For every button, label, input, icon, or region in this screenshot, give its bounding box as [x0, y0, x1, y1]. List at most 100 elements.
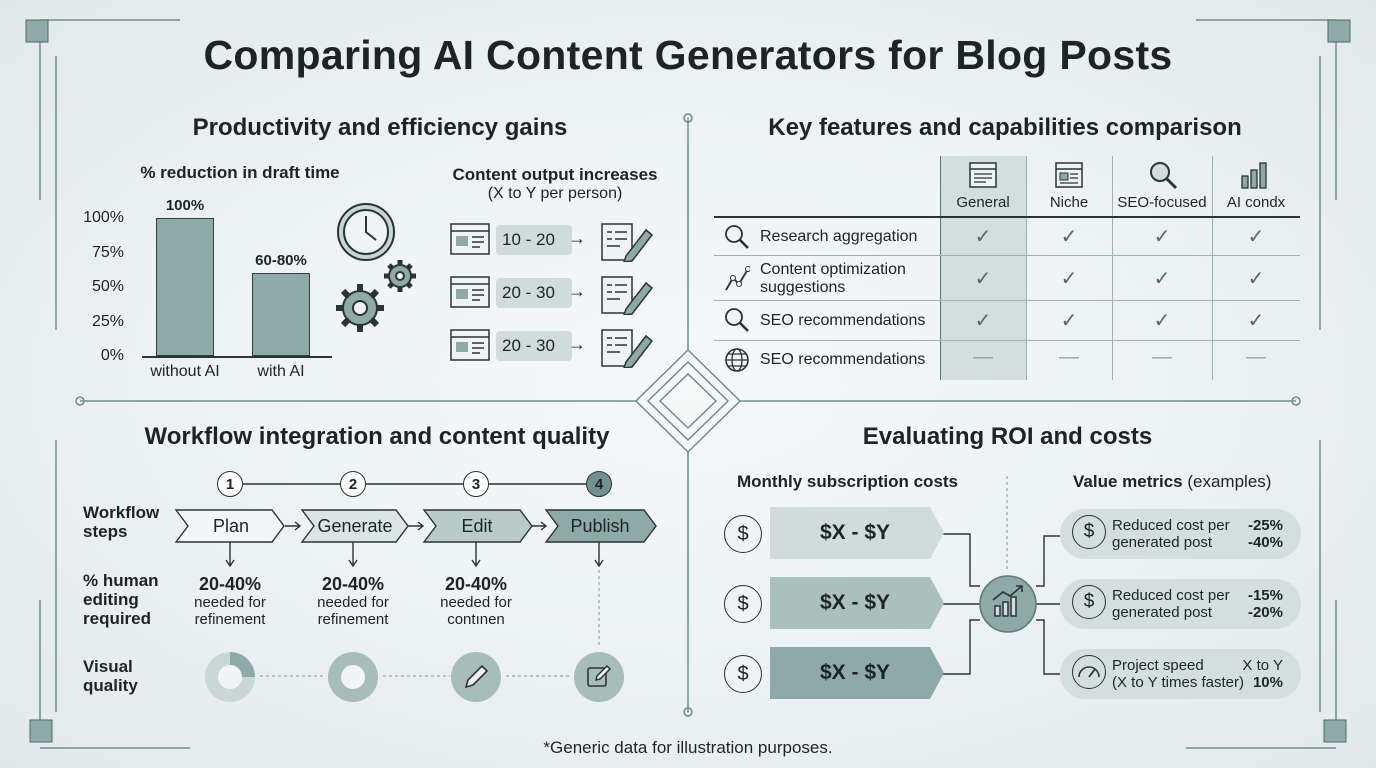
cost-tier-3: $X - $Y [819, 661, 891, 684]
check-icon: ✓ [1247, 268, 1265, 290]
workflow-connectors [225, 483, 604, 677]
column-ai-condx: AI condx [1226, 194, 1286, 211]
draft-time-chart-title: % reduction in draft time [140, 163, 340, 182]
growth-chart-icon [979, 575, 1037, 633]
value-metrics-title: Value metrics (examples) [1073, 472, 1272, 491]
browser-window-icon [450, 223, 490, 255]
row-label: SEO recommendations [760, 312, 926, 329]
roi-connectors [942, 476, 1060, 675]
edit-square-icon [574, 652, 624, 702]
bar-data-label: 100% [165, 197, 205, 214]
cost-tier-1: $X - $Y [819, 521, 891, 544]
check-icon: ✓ [1060, 268, 1078, 290]
clock-gears-illustration [336, 203, 416, 332]
column-general: General [956, 194, 1010, 211]
output-range: 20 - 30 [496, 278, 572, 308]
bar-without-ai [156, 218, 214, 356]
arrow-right-icon: → [568, 281, 586, 301]
gear-icon [336, 260, 416, 332]
step-plan: Plan [212, 516, 250, 536]
column-seo-focused: SEO-focused [1117, 194, 1207, 211]
document-pencil-icon [601, 276, 654, 315]
y-tick-label: 25% [91, 312, 124, 330]
step-edit: Edit [461, 516, 493, 536]
productivity-heading: Productivity and efficiency gains [192, 114, 568, 141]
workflow-heading: Workflow integration and content quality [144, 423, 610, 450]
browser-window-icon [969, 162, 997, 188]
dollar-icon: $ [1072, 515, 1106, 549]
browser-window-icon [450, 329, 490, 361]
check-icon: ✓ [1153, 268, 1171, 290]
check-icon: ✓ [1153, 310, 1171, 332]
magnifier-icon [725, 308, 749, 332]
row-label: Research aggregation [760, 228, 918, 245]
dollar-icon: $ [1072, 585, 1106, 619]
draft-time-bar-chart: 100% 75% 50% 25% 0% 100% without AI 60-80% with … [70, 195, 350, 390]
step-number: 1 [217, 471, 243, 497]
cost-bands [770, 507, 944, 699]
check-icon: ✓ [974, 310, 992, 332]
output-row: 20 - 30 → [450, 328, 660, 368]
check-icon: ✓ [1060, 226, 1078, 248]
check-icon: ✓ [1060, 310, 1078, 332]
browser-window-icon [450, 276, 490, 308]
cost-tier-2: $X - $Y [819, 591, 891, 614]
y-tick-label: 0% [100, 347, 124, 364]
bar-with-ai [252, 273, 310, 356]
roi-heading: Evaluating ROI and costs [862, 423, 1153, 450]
features-heading: Key features and capabilities comparison [768, 114, 1242, 141]
arrow-right-icon: → [568, 228, 586, 248]
chart-baseline [142, 356, 332, 358]
y-tick-label: 100% [83, 209, 124, 226]
document-layout-icon [1055, 162, 1083, 188]
magnifier-icon [725, 225, 749, 249]
output-row: 10 - 20 → [450, 222, 660, 262]
quality-ring-icon [328, 652, 378, 702]
dash-icon: — [1059, 346, 1079, 368]
document-pencil-icon [601, 329, 654, 368]
magnifier-icon [1150, 162, 1178, 190]
globe-icon [725, 348, 749, 372]
features-table: General Niche SEO-focused AI condx Resea… [714, 156, 1300, 380]
footnote: *Generic data for illustration purposes. [543, 738, 833, 757]
visual-quality-icons [205, 652, 624, 702]
step-number: 4 [586, 471, 612, 497]
column-niche: Niche [1049, 194, 1089, 211]
trend-line-icon [725, 266, 750, 291]
row-label: SEO recommendations [760, 351, 926, 368]
check-icon: ✓ [1247, 226, 1265, 248]
bar-data-label: 60-80% [255, 252, 307, 270]
value-metric: Project speed(X to Y times faster) X to … [1060, 649, 1301, 699]
dash-icon: — [1246, 346, 1266, 368]
costs-title: Monthly subscription costs [737, 472, 959, 491]
step-number: 3 [463, 471, 489, 497]
page-title: Comparing AI Content Generators for Blog… [203, 32, 1173, 78]
check-icon: ✓ [1247, 310, 1265, 332]
y-tick-label: 75% [91, 243, 124, 261]
output-row: 20 - 30 → [450, 275, 660, 315]
x-category-label: with AI [257, 363, 305, 380]
x-category-label: without AI [150, 363, 220, 380]
dash-icon: — [973, 346, 993, 368]
quality-ring-icon [205, 652, 255, 702]
workflow-chevrons [174, 509, 657, 543]
bar-chart-icon [1241, 162, 1267, 189]
highlight-column-general [940, 156, 1026, 380]
speedometer-icon [1072, 655, 1106, 689]
check-icon: ✓ [974, 268, 992, 290]
step-number: 2 [340, 471, 366, 497]
dash-icon: — [1152, 346, 1172, 368]
check-icon: ✓ [974, 226, 992, 248]
y-tick-label: 50% [91, 278, 124, 295]
dollar-icon: $ [724, 585, 762, 623]
dollar-icon: $ [724, 655, 762, 693]
